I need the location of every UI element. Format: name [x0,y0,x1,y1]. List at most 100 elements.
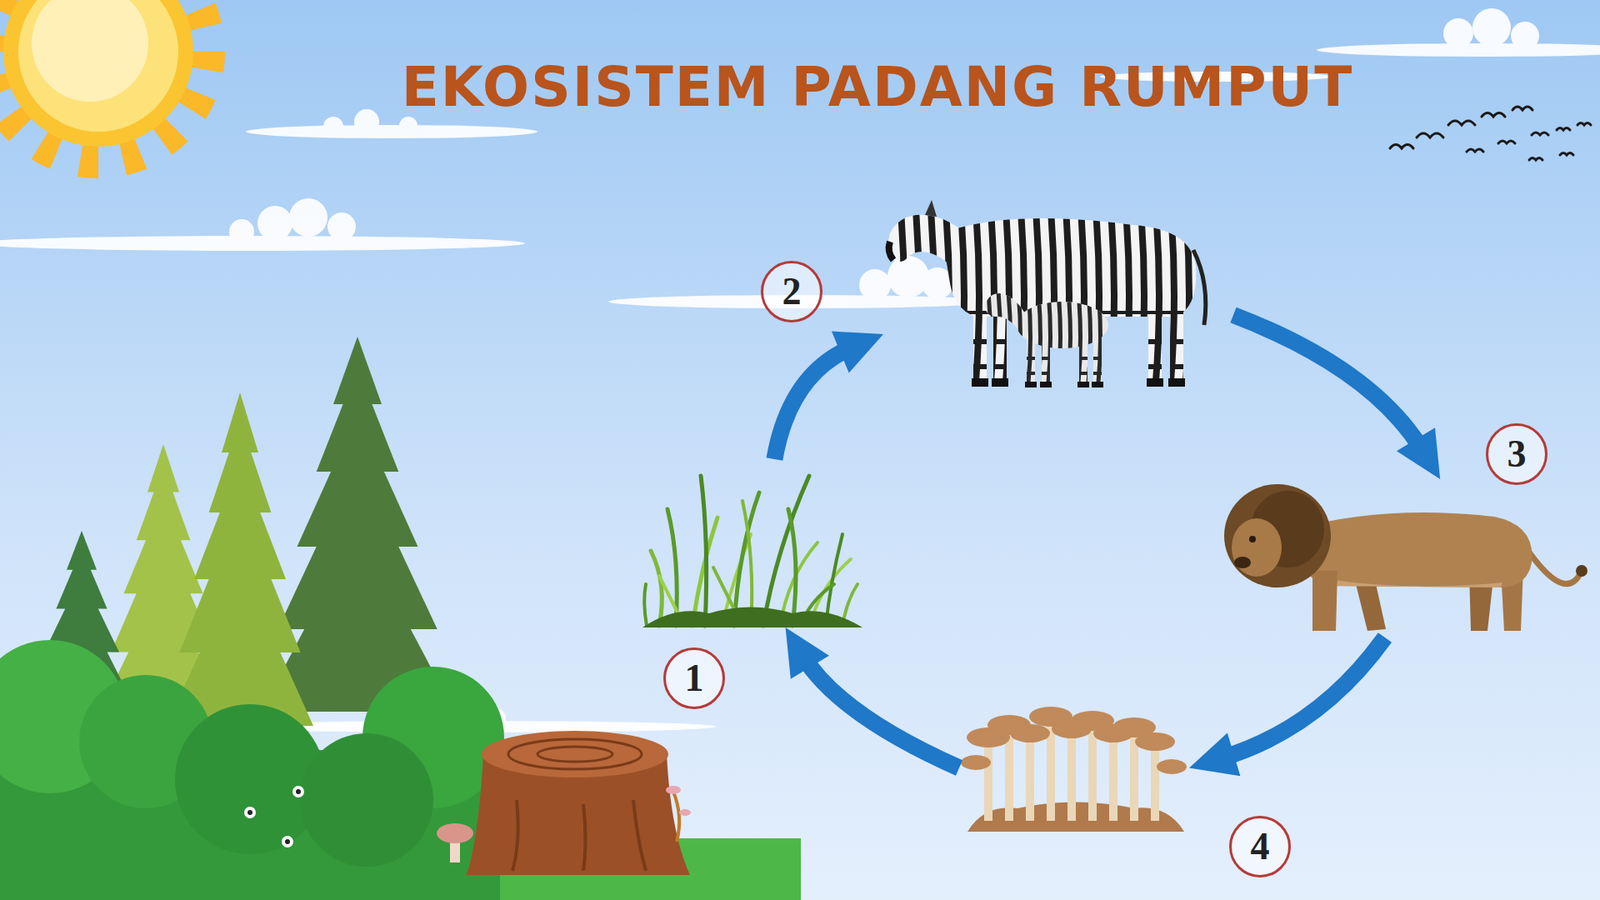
tree-stump [436,730,691,875]
cycle-arrow [1189,637,1385,776]
zebra-adult-part [991,378,1009,387]
cycle-arrow [1233,315,1440,480]
mushroom-cluster-part-part [1150,741,1160,821]
zebra-adult-part-part-part [1050,200,1055,392]
bushes-part [175,704,325,855]
zebra-foal-part-part-part [1087,283,1091,392]
cloud-part [0,235,525,251]
zebra-foal-part-part-part [1007,283,1011,392]
zebra-adult-part-part [883,200,1234,392]
zebra-adult-part-part-part [1020,200,1025,392]
callout-number: 4 [1250,827,1270,866]
grass-blades-part [650,550,662,626]
bird-flock-part [1481,113,1505,118]
cloud-part [1472,8,1511,47]
cloud-part [859,269,891,301]
zebra-foal-part-part-part [987,283,991,392]
sun-part [31,0,149,102]
grass-blades [644,475,858,626]
sun-part [0,0,209,162]
flies-part [295,789,301,795]
zebra-adult-part-part-part [1035,200,1040,392]
zebra-adult-part [883,200,1234,392]
cloud-part [887,255,930,298]
lion-part [1234,556,1251,569]
lion-part [1312,570,1338,631]
grass-blades-part [825,534,843,626]
zebra-foal-part-part-part [1057,283,1061,392]
lion [1224,484,1588,631]
zebra-adult-part [971,378,989,387]
arrow-shaft [774,346,853,460]
zebra-adult-part [889,241,894,260]
bird-flock-part [1556,128,1570,131]
zebra-adult-part-part-part [1110,200,1115,392]
bird-flock-part [1448,120,1475,125]
bird-flock-part [1529,158,1543,161]
tree-stump-part [481,730,669,778]
cloud-part [289,198,328,237]
zebra-foal-part [1040,381,1052,388]
callout-number: 1 [685,659,705,698]
pine-trees-part [260,336,455,712]
zebra-adult-part [1146,378,1164,387]
mushroom-cluster-part-part [960,755,991,770]
zebra-foal-part [966,283,1134,392]
zebra-foal-part-part-part [1067,283,1071,392]
mushroom-cluster-part-part [1010,724,1050,743]
mushroom-cluster-part-part [1067,729,1076,821]
zebra-adult-part-part-part [1185,200,1190,392]
tree-stump-part [665,785,681,795]
number-circle: 2 [760,260,823,323]
zebra-adult-part-part-part [1125,200,1130,392]
mushroom-cluster [960,706,1187,832]
flies-part [292,785,305,798]
tree-stump-part [673,791,680,842]
zebra-adult-part-part-part [915,200,920,392]
bird-flock-part [1390,145,1414,150]
cloud-part [399,116,418,135]
zebra-foal-part-part-part [1017,283,1021,392]
grass-blades-part [700,475,707,626]
bird-flock-part [1577,123,1591,126]
lion-part [1224,484,1331,588]
tree-stump-part [679,809,691,816]
bird-flock-part [1560,153,1574,156]
zebra-foal-part-part-part [1047,283,1051,392]
sun [0,0,209,162]
mushroom-cluster-part-part [1156,759,1187,775]
callout-number: 2 [782,272,802,311]
zebra-adult-part-part-part [900,200,905,392]
zebra-foal-part-part-part [1037,283,1041,392]
arrow-shaft [1233,315,1424,452]
mushroom-cluster-part-part [1135,732,1175,751]
cloud-part [323,116,344,137]
lion-part [1231,518,1282,577]
number-circle: 3 [1485,423,1548,485]
bushes [0,640,505,900]
arrow-head [785,627,830,680]
cycle-arrow [774,331,884,460]
zebra-adult-part-part-part [975,200,980,392]
lion-picture [1219,479,1588,638]
zebra-foal-part-part-part [966,356,1134,360]
zebra-foal-part [1077,381,1090,388]
mushroom-cluster-part [984,716,1160,821]
zebra-adult-part-part-part [1140,200,1145,392]
number-circle: 1 [663,647,725,710]
lion-part [1575,565,1588,577]
cycle-stage: 4 [959,704,1190,832]
flies-part [244,806,256,819]
grass-blades-part [788,509,796,626]
flies-part [285,839,290,845]
flies [244,785,305,848]
grass-picture [642,459,863,628]
grass-base [642,607,863,629]
arrow-shaft [802,655,960,768]
zebra-foal-part [1091,381,1104,388]
grass-blades-part [742,500,752,626]
arrow-head [1396,427,1440,480]
